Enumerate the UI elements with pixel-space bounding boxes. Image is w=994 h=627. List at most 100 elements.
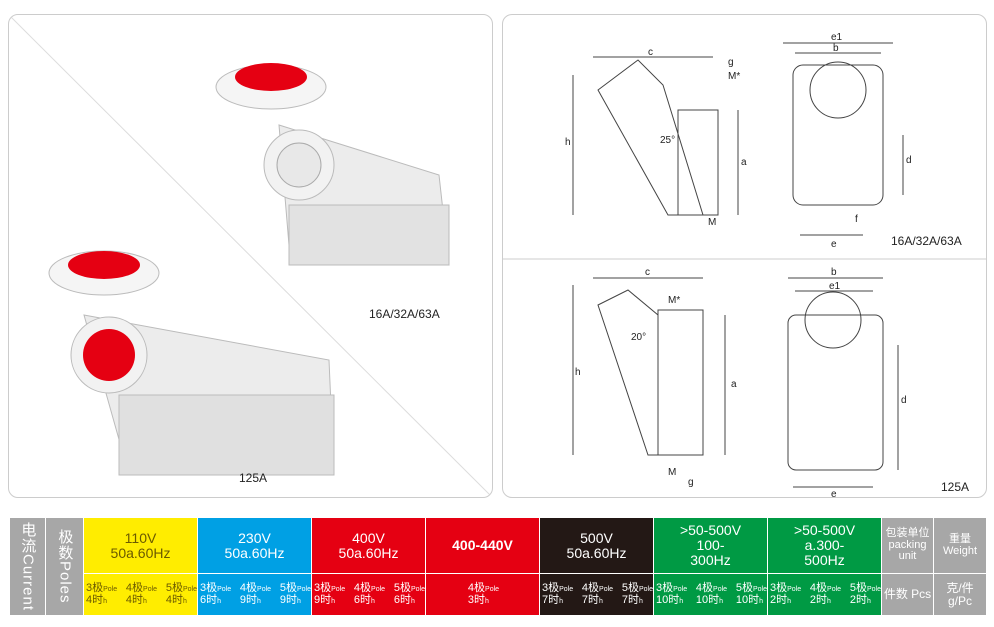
- pole-count: 4极: [581, 581, 600, 594]
- packing-value: 件数 Pcs: [881, 573, 934, 616]
- label-125a-drawing: 125A: [941, 480, 969, 494]
- hours: 4时: [125, 593, 144, 606]
- voltage-header-line: 100-: [696, 537, 725, 554]
- dim-angle-125: 20°: [631, 332, 646, 343]
- pole-count: 5极: [849, 581, 867, 594]
- pole-count: 3极: [656, 581, 674, 594]
- pole-count: 4极: [467, 581, 486, 594]
- hour-unit: h: [719, 597, 724, 605]
- pole-count: 3极: [770, 581, 788, 594]
- pole-unit: Pole: [827, 585, 842, 593]
- voltage-header-line: 500V: [580, 529, 613, 546]
- pole-count: 5极: [735, 581, 753, 594]
- dim-angle: 25°: [660, 135, 675, 146]
- dim-m-star-125: M*: [668, 295, 680, 306]
- hours: 6时: [353, 593, 372, 606]
- dim-c-125: c: [645, 267, 650, 278]
- dim-m-125: M: [668, 467, 676, 478]
- dim-e1: e1: [831, 32, 843, 43]
- hours: 9时: [314, 593, 332, 606]
- hour-unit: h: [410, 597, 415, 605]
- hour-unit: h: [787, 597, 792, 605]
- hours: 4时: [165, 593, 183, 606]
- label-125a: 125A: [239, 471, 268, 485]
- hour-unit: h: [485, 597, 489, 605]
- hour-unit: h: [599, 597, 603, 605]
- hour-unit: h: [103, 597, 108, 605]
- pole-unit: Pole: [143, 585, 158, 593]
- weight-value: 克/件 g/Pc: [933, 573, 987, 616]
- hours: 2时: [849, 593, 867, 606]
- voltage-header-line: 400V: [352, 529, 385, 546]
- pole-unit: Pole: [559, 585, 574, 593]
- weight-header: 重量 Weight: [933, 517, 987, 574]
- socket-125a-image: [48, 250, 335, 476]
- pole-count: 5极: [621, 581, 639, 594]
- pole-count: 4极: [695, 581, 714, 594]
- voltage-header-line: 400-440V: [452, 537, 513, 554]
- current-header: 电流Current: [9, 517, 46, 616]
- hour-unit: h: [679, 597, 684, 605]
- pole-count: 4极: [809, 581, 828, 594]
- hour-unit: h: [638, 597, 643, 605]
- socket-16a-image: [215, 63, 450, 266]
- pole-unit: Pole: [713, 585, 728, 593]
- pole-unit: Pole: [866, 585, 881, 593]
- hours: 2时: [770, 593, 788, 606]
- dim-g: g: [728, 57, 734, 68]
- pole-unit: Pole: [787, 585, 802, 593]
- hour-unit: h: [182, 597, 187, 605]
- dim-h: h: [565, 137, 571, 148]
- hour-unit: h: [257, 597, 261, 605]
- pole-count: 5极: [393, 581, 411, 594]
- dimension-drawing-panel: c g M* h a 25° M e1 b d e f 16A/32A/63A …: [502, 14, 987, 498]
- pole-unit: Pole: [182, 585, 197, 593]
- dim-h-125: h: [575, 367, 581, 378]
- hours: 9时: [239, 593, 258, 606]
- hour-unit: h: [143, 597, 147, 605]
- voltage-header-line: >50-500V: [793, 522, 856, 539]
- label-16a-32a-63a-drawing: 16A/32A/63A: [891, 234, 962, 248]
- voltage-header-line: 500Hz: [804, 551, 845, 568]
- dim-b-125: b: [831, 267, 837, 278]
- pole-unit: Pole: [410, 585, 425, 593]
- voltage-header-line: a.300-: [804, 537, 845, 554]
- dim-a: a: [741, 157, 747, 168]
- dim-m: M: [708, 217, 716, 228]
- dim-e-125: e: [831, 489, 837, 498]
- pole-count: 4极: [353, 581, 372, 594]
- hours: 9时: [279, 593, 297, 606]
- voltage-header-line: 50a.60Hz: [566, 544, 627, 561]
- hours: 7时: [581, 593, 600, 606]
- label-16a-32a-63a: 16A/32A/63A: [369, 307, 440, 321]
- dim-a-125: a: [731, 379, 737, 390]
- pole-unit: Pole: [103, 585, 118, 593]
- pole-unit: Pole: [673, 585, 688, 593]
- voltage-header: 400-440V: [425, 517, 540, 574]
- voltage-header-line: 110V: [124, 529, 157, 546]
- product-photo-panel: 16A/32A/63A 125A: [8, 14, 493, 498]
- packing-header: 包装单位 packing unit: [881, 517, 934, 574]
- poles-header: 极数Poles: [45, 517, 84, 616]
